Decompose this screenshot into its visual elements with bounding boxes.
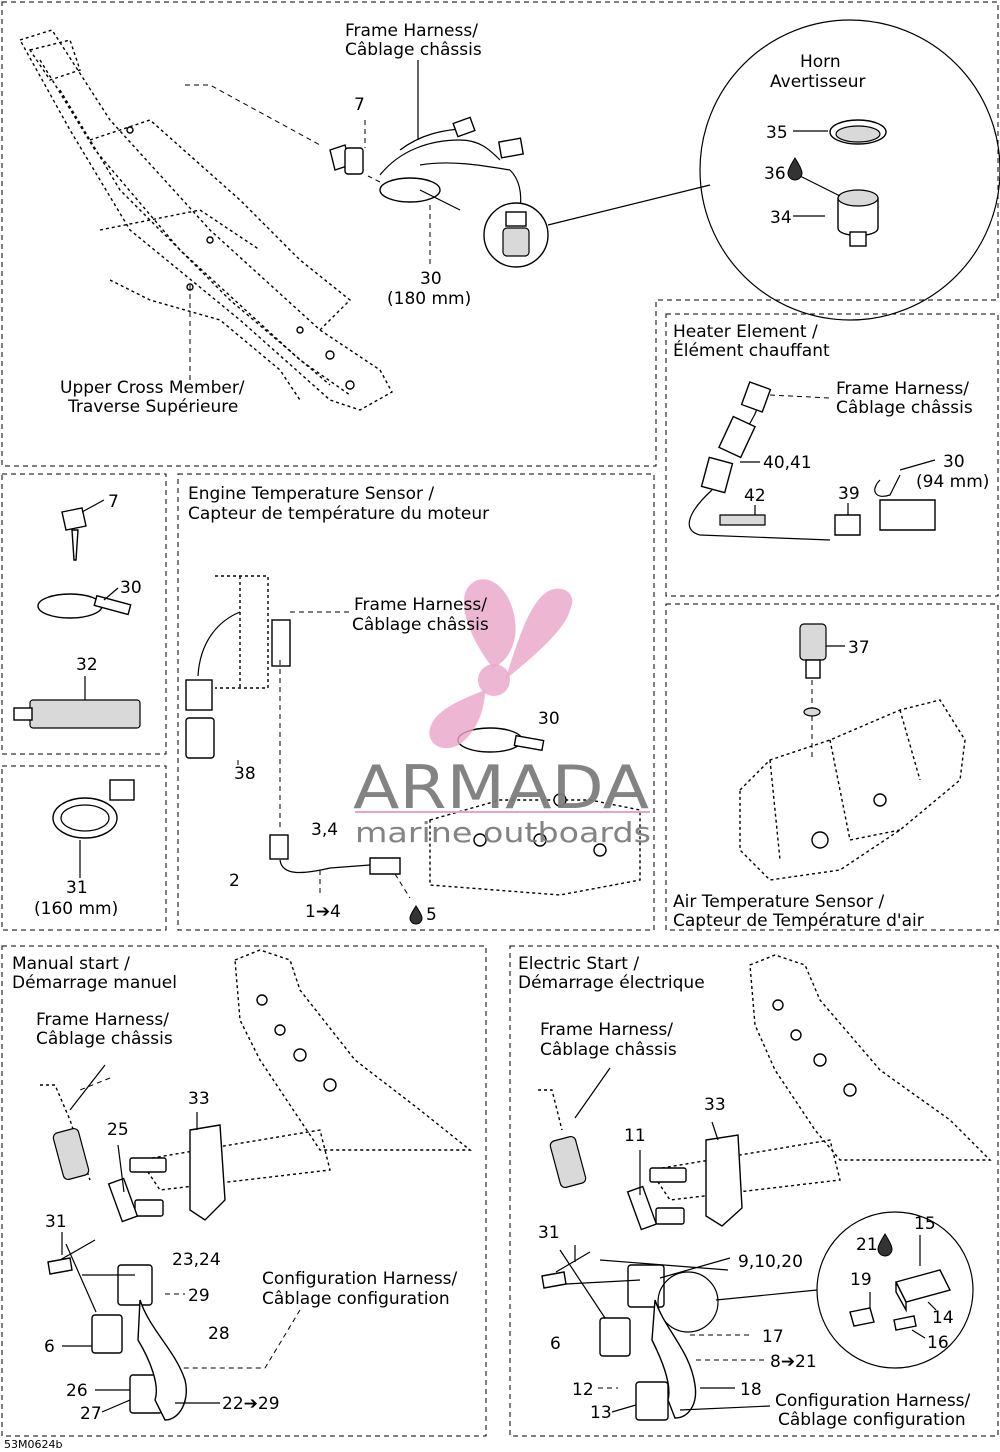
- manual-start-illustration: [40, 949, 472, 1421]
- top-length-30: (180 mm): [387, 289, 471, 309]
- parts-callout-7: 7: [108, 492, 119, 512]
- watermark-tagline: marine outboards: [355, 816, 651, 849]
- engine-temp-title-fr: Capteur de température du moteur: [188, 504, 489, 524]
- horn-callout-35: 35: [766, 123, 788, 143]
- upper-cross-member-illustration: [18, 29, 393, 411]
- air-temp-title-en: Air Temperature Sensor /: [673, 892, 885, 912]
- top-frame-harness-en: Frame Harness/: [345, 21, 478, 41]
- electric-callout-18: 18: [740, 1380, 762, 1400]
- air-temperature-sensor-illustration: [739, 623, 966, 881]
- heater-callout-40-41: 40,41: [763, 453, 812, 473]
- electric-callout-31: 31: [538, 1223, 560, 1243]
- parts-callout-32: 32: [76, 655, 98, 675]
- electric-callout-16: 16: [927, 1333, 949, 1353]
- manual-callout-26: 26: [66, 1381, 88, 1401]
- electric-callout-8-21: 8➔21: [770, 1352, 817, 1372]
- heater-callout-30: 30: [943, 452, 965, 472]
- electric-frame-harness-en: Frame Harness/: [540, 1020, 673, 1040]
- electric-start-title-fr: Démarrage électrique: [518, 973, 705, 993]
- heater-length-30: (94 mm): [916, 472, 989, 492]
- engine-temp-callout-5: 5: [426, 905, 437, 925]
- cross-member-en: Upper Cross Member/: [60, 378, 245, 398]
- oil-drop-icon: [877, 1233, 893, 1257]
- electric-start-illustration: [538, 954, 992, 1421]
- heater-frame-harness-fr: Câblage châssis: [836, 398, 973, 418]
- oil-drop-icon: [409, 905, 423, 925]
- electric-start-title-en: Electric Start /: [518, 954, 639, 974]
- manual-callout-22-29: 22➔29: [222, 1394, 280, 1414]
- electric-callout-33: 33: [704, 1095, 726, 1115]
- manual-callout-6: 6: [44, 1337, 55, 1357]
- manual-callout-29: 29: [188, 1286, 210, 1306]
- engine-temp-callout-2: 2: [229, 871, 240, 891]
- engine-temp-callout-1-4: 1➔4: [305, 902, 341, 922]
- manual-callout-23-24: 23,24: [172, 1250, 221, 1270]
- horn-detail: [699, 19, 1000, 321]
- electric-config-harness-en: Configuration Harness/: [775, 1391, 971, 1411]
- horn-callout-36: 36: [764, 164, 786, 184]
- electric-callout-12: 12: [572, 1380, 594, 1400]
- horn-title-fr: Avertisseur: [770, 72, 865, 92]
- manual-callout-31: 31: [45, 1212, 67, 1232]
- top-callout-7: 7: [354, 95, 365, 115]
- oil-drop-icon: [787, 157, 803, 181]
- heater-callout-42: 42: [744, 486, 766, 506]
- manual-start-title-en: Manual start /: [12, 954, 130, 974]
- manual-callout-33: 33: [188, 1089, 210, 1109]
- electric-callout-14: 14: [932, 1308, 954, 1328]
- electric-config-harness-fr: Câblage configuration: [778, 1410, 966, 1430]
- electric-callout-17: 17: [762, 1327, 784, 1347]
- manual-start-title-fr: Démarrage manuel: [12, 973, 177, 993]
- parts-callout-30: 30: [120, 578, 142, 598]
- engine-temp-callout-30: 30: [538, 709, 560, 729]
- heater-element-illustration: [688, 381, 936, 541]
- heater-title-en: Heater Element /: [673, 322, 818, 342]
- propeller-logo-icon: [429, 579, 573, 749]
- electric-callout-11: 11: [624, 1126, 646, 1146]
- armada-watermark: ARMADA marine outboards: [353, 579, 651, 849]
- figure-code: 53M0624b: [4, 1438, 62, 1451]
- horn-callout-34: 34: [770, 208, 792, 228]
- heater-callout-39: 39: [838, 484, 860, 504]
- manual-config-harness-fr: Câblage configuration: [262, 1289, 450, 1309]
- manual-callout-25: 25: [107, 1120, 129, 1140]
- electric-callout-13: 13: [590, 1403, 612, 1423]
- engine-temp-callout-38: 38: [234, 764, 256, 784]
- engine-temp-frame-harness-fr: Câblage châssis: [352, 615, 489, 635]
- cross-member-fr: Traverse Supérieure: [67, 397, 238, 417]
- heater-frame-harness-en: Frame Harness/: [836, 379, 969, 399]
- electric-callout-6: 6: [550, 1334, 561, 1354]
- engine-temp-callout-3-4: 3,4: [311, 820, 338, 840]
- engine-temp-title-en: Engine Temperature Sensor /: [188, 484, 434, 504]
- manual-callout-27: 27: [80, 1404, 102, 1424]
- manual-config-harness-en: Configuration Harness/: [262, 1269, 458, 1289]
- clamp-length-31: (160 mm): [34, 899, 118, 919]
- electric-frame-harness-fr: Câblage châssis: [540, 1040, 677, 1060]
- manual-frame-harness-en: Frame Harness/: [36, 1010, 169, 1030]
- air-temp-title-fr: Capteur de Température d'air: [673, 911, 924, 931]
- horn-title-en: Horn: [800, 52, 841, 72]
- electric-callout-9-10-20: 9,10,20: [738, 1252, 803, 1272]
- frame-harness-top-illustration: [185, 60, 711, 380]
- air-temp-callout-37: 37: [848, 638, 870, 658]
- clamp-callout-31: 31: [66, 878, 88, 898]
- manual-frame-harness-fr: Câblage châssis: [36, 1029, 173, 1049]
- small-parts-illustration: [13, 499, 141, 878]
- top-frame-harness-fr: Câblage châssis: [345, 40, 482, 60]
- electric-callout-15: 15: [914, 1214, 936, 1234]
- engine-temp-frame-harness-en: Frame Harness/: [354, 595, 487, 615]
- top-callout-30: 30: [420, 269, 442, 289]
- electric-callout-21: 21: [856, 1235, 878, 1255]
- manual-callout-28: 28: [208, 1324, 230, 1344]
- electric-callout-19: 19: [850, 1270, 872, 1290]
- heater-title-fr: Élément chauffant: [673, 339, 830, 361]
